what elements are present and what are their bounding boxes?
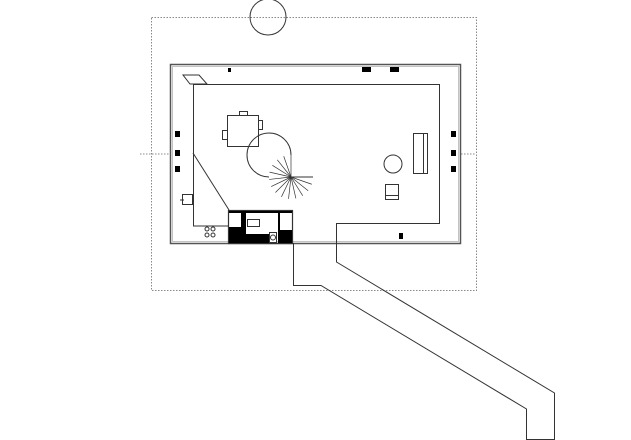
stair-tread bbox=[269, 171, 292, 178]
stair-tread bbox=[290, 176, 304, 196]
stair-tread bbox=[288, 176, 292, 199]
stair-tread bbox=[290, 176, 297, 199]
stair-tread bbox=[277, 159, 292, 178]
kitchen-block bbox=[227, 209, 294, 245]
windows bbox=[175, 67, 456, 239]
stair-tread bbox=[281, 176, 292, 197]
spiral-staircase bbox=[246, 132, 313, 199]
entry-ramp bbox=[181, 74, 209, 85]
stove-burners bbox=[204, 226, 216, 238]
stair-tread bbox=[272, 164, 292, 178]
stair-outline bbox=[246, 132, 292, 178]
stair-tread bbox=[275, 176, 292, 193]
inner-partition bbox=[193, 84, 440, 243]
sofa bbox=[413, 133, 428, 174]
building-outline bbox=[169, 63, 462, 245]
diagonal-wall bbox=[192, 152, 230, 211]
round-table bbox=[383, 154, 403, 174]
sink bbox=[180, 194, 193, 205]
stair-tread bbox=[290, 176, 312, 185]
tree-circle bbox=[249, 0, 287, 36]
site-boundary bbox=[151, 17, 477, 291]
stair-tread bbox=[269, 176, 292, 180]
armchair bbox=[385, 184, 399, 200]
stair-tread bbox=[283, 156, 292, 178]
dining-table bbox=[222, 111, 263, 147]
stair-tread bbox=[271, 176, 292, 187]
entrance-walkway bbox=[293, 243, 555, 440]
stair-tread bbox=[290, 176, 309, 191]
